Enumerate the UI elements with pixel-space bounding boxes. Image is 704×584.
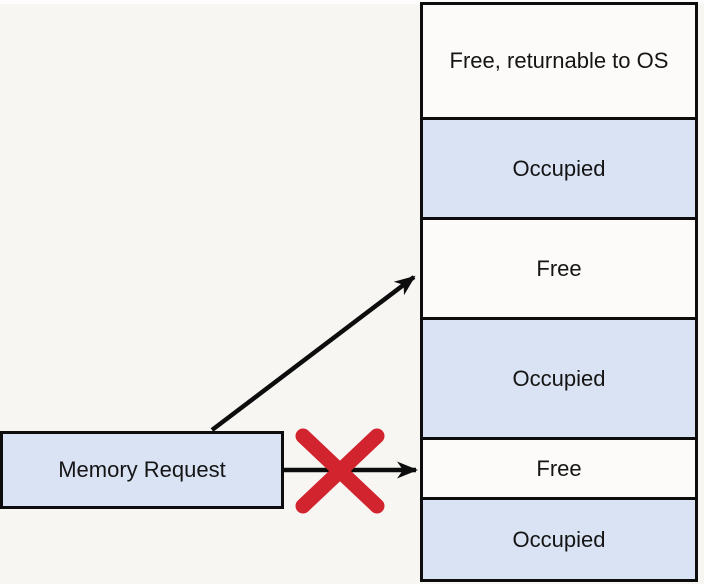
memory-request-label: Memory Request xyxy=(58,457,226,482)
memory-block-label: Occupied xyxy=(512,155,606,181)
allowed-arrow xyxy=(210,275,416,432)
memory-block: Free xyxy=(423,440,695,500)
memory-block: Occupied xyxy=(423,320,695,440)
memory-map: Free, returnable to OS Occupied Free Occ… xyxy=(420,2,698,582)
memory-block: Occupied xyxy=(423,120,695,220)
memory-block-label: Free xyxy=(536,255,582,281)
memory-block-label: Occupied xyxy=(512,526,606,552)
memory-request-box: Memory Request xyxy=(0,431,284,509)
memory-block-label: Free, returnable to OS xyxy=(449,48,669,73)
memory-block-label: Free xyxy=(536,455,582,481)
top-edge-highlight xyxy=(0,0,704,4)
memory-block-label: Occupied xyxy=(512,365,606,391)
red-x-stroke xyxy=(295,428,385,514)
memory-block: Free xyxy=(423,220,695,320)
red-x-icon xyxy=(295,428,385,514)
red-x-stroke xyxy=(295,428,385,514)
memory-block: Free, returnable to OS xyxy=(423,5,695,120)
memory-block: Occupied xyxy=(423,500,695,579)
